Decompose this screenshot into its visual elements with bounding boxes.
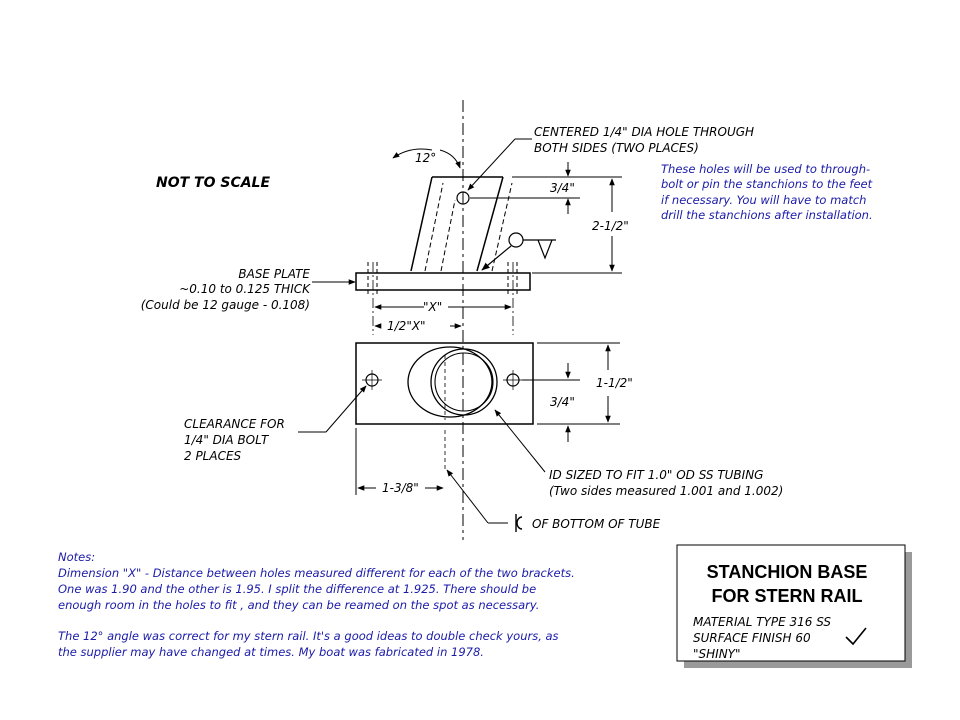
notes-line-2: One was 1.90 and the other is 1.95. I sp… [58, 582, 536, 596]
dim-side-height: 2-1/2" [592, 219, 629, 233]
tube-id-line-2: (Two sides measured 1.001 and 1.002) [549, 484, 783, 498]
notes-block: Notes: Dimension "X" - Distance between … [58, 550, 575, 659]
tube-id-line-1: ID SIZED TO FIT 1.0" OD SS TUBING [549, 468, 763, 482]
side-view [355, 100, 531, 540]
notes-line-4: The 12° angle was correct for my stern r… [58, 629, 559, 643]
base-plate-line-2: ~0.10 to 0.125 THICK [179, 282, 311, 296]
dim-x: "X" [423, 300, 442, 314]
notes-heading: Notes: [58, 550, 95, 564]
weld-symbol [481, 232, 556, 271]
clearance-line-1: CLEARANCE FOR [184, 417, 285, 431]
centerline-leader [446, 469, 508, 524]
dim-plate-half: 3/4" [550, 395, 575, 409]
hole-note-line-4: drill the stanchions after installation. [661, 208, 873, 222]
angle-label: 12° [415, 151, 436, 165]
hole-note-line-1: These holes will be used to through- [661, 162, 870, 176]
notes-line-5: the supplier may have changed at times. … [58, 645, 484, 659]
centerline-label: OF BOTTOM OF TUBE [532, 517, 661, 531]
clearance-line-2: 1/4" DIA BOLT [184, 433, 270, 447]
dim-plate-width: 1-1/2" [596, 376, 633, 390]
clearance-line-3: 2 PLACES [184, 449, 242, 463]
hole-note-line-3: if necessary. You will have to match [661, 193, 866, 207]
hole-callout-line-1: CENTERED 1/4" DIA HOLE THROUGH [534, 125, 754, 139]
hole-callout-line-2: BOTH SIDES (TWO PLACES) [534, 141, 699, 155]
hole-note-line-2: bolt or pin the stanchions to the feet [661, 177, 873, 191]
not-to-scale-label: NOT TO SCALE [156, 175, 270, 191]
base-plate-line-1: BASE PLATE [238, 267, 310, 281]
base-plate-line-3: (Could be 12 gauge - 0.108) [141, 298, 310, 312]
angle-indicator [392, 148, 461, 169]
bottom-dimension [355, 428, 444, 495]
dim-edge-to-center: 1-3/8" [382, 481, 419, 495]
hole-callout-leader [467, 138, 532, 191]
notes-line-1: Dimension "X" - Distance between holes m… [58, 566, 575, 580]
title-block: STANCHION BASE FOR STERN RAIL MATERIAL T… [676, 544, 912, 668]
dim-half-x: 1/2"X" [387, 319, 426, 333]
finish-label: SURFACE FINISH 60 [693, 631, 811, 645]
centerline-icon [515, 514, 523, 532]
tube-id-leader [494, 409, 546, 473]
title-line-2: FOR STERN RAIL [712, 586, 863, 606]
material-label: MATERIAL TYPE 316 SS [693, 615, 831, 629]
x-dimensions [374, 304, 512, 329]
hole-note: These holes will be used to through- bol… [661, 162, 873, 222]
finish-note: "SHINY" [693, 647, 741, 661]
plan-dimensions [522, 342, 620, 442]
checkmark-icon [845, 627, 867, 646]
clearance-leader [298, 385, 367, 433]
plan-view [355, 342, 534, 470]
dim-hole-from-top: 3/4" [550, 181, 575, 195]
title-line-1: STANCHION BASE [707, 562, 868, 582]
side-dimensions [470, 162, 622, 274]
notes-line-3: enough room in the holes to fit , and th… [58, 598, 539, 612]
